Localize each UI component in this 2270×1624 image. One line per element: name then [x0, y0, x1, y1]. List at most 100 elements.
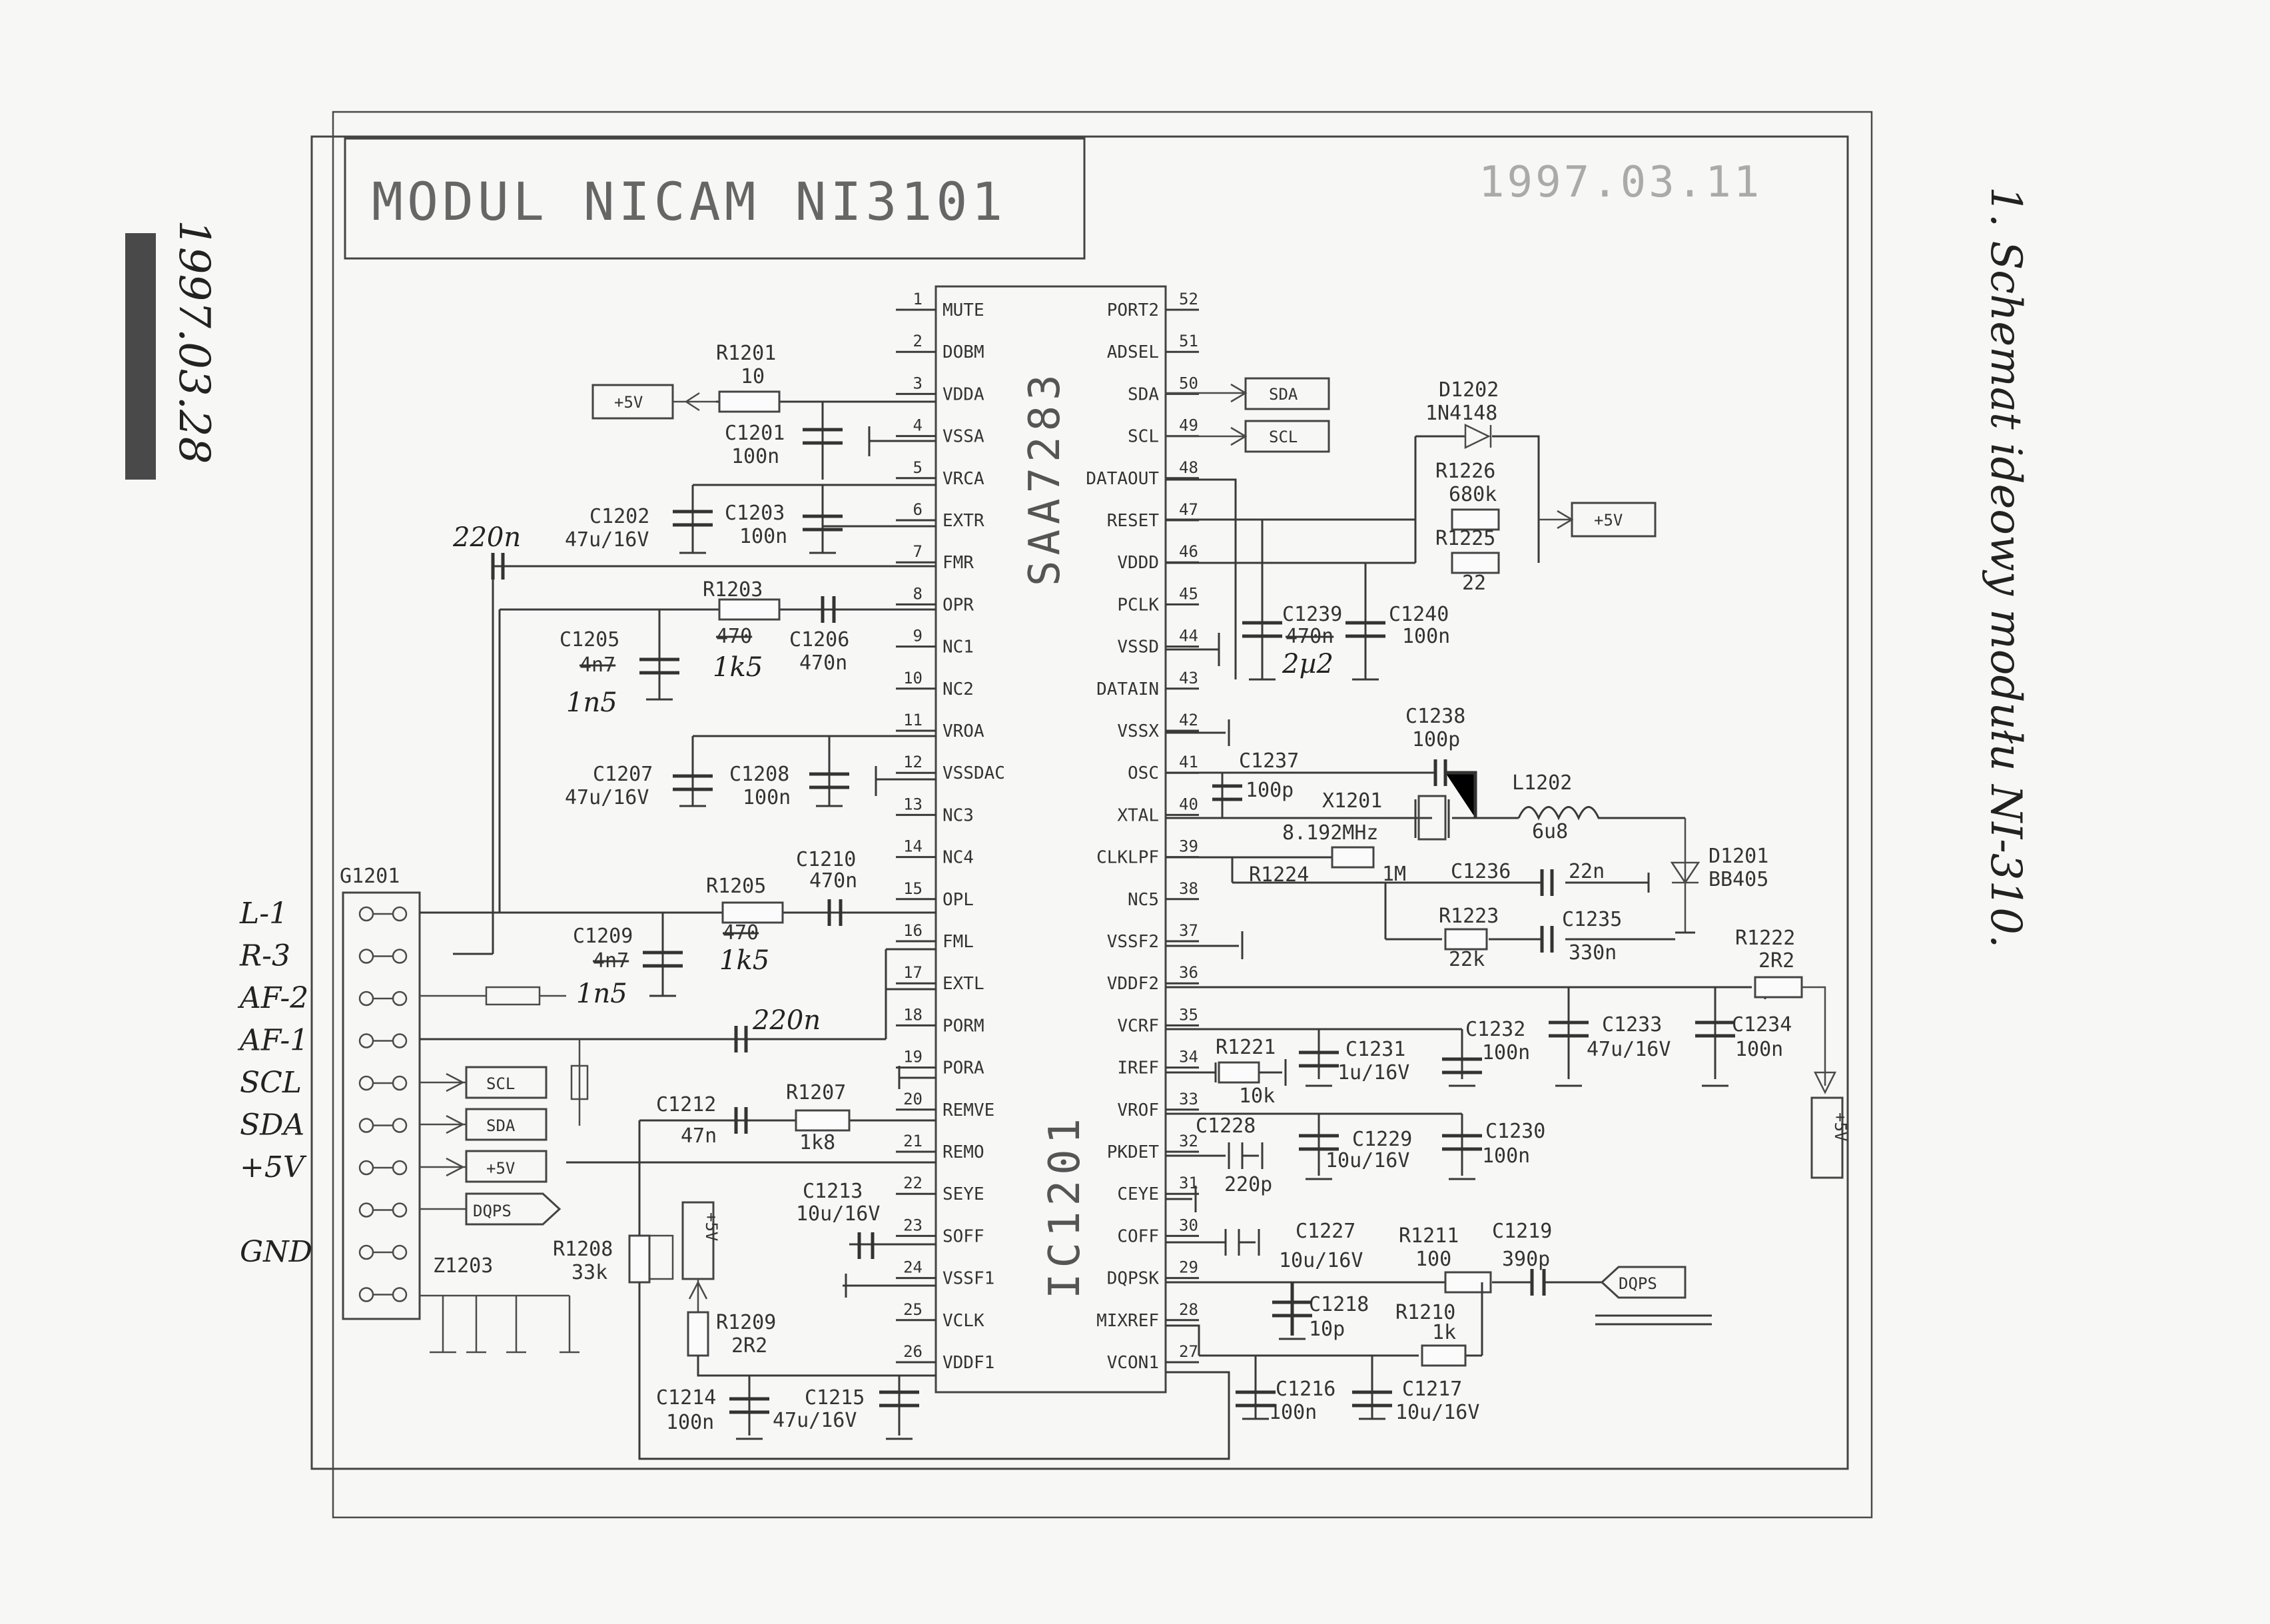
ic-left-pins: 1MUTE2DOBM3VDDA4VSSA5VRCA6EXTR7FMR8OPR9N… — [896, 290, 1005, 1373]
pin-name: NC5 — [1128, 890, 1159, 910]
ic-ref: IC1201 — [1040, 1113, 1090, 1299]
pin-name: DQPSK — [1107, 1269, 1160, 1289]
pin-name: NC3 — [943, 805, 974, 825]
connector-pin-3: AF-2 — [237, 981, 408, 1015]
pin-name: VSSF2 — [1107, 932, 1159, 952]
svg-text:390p: 390p — [1502, 1248, 1550, 1271]
pin-number: 1 — [913, 290, 923, 308]
svg-text:C1210: C1210 — [796, 848, 856, 871]
vcrf-network: R1221 10k C1231 1u/16V C1232 100n C1229 … — [1166, 1018, 1545, 1180]
svg-text:C1202: C1202 — [589, 505, 649, 528]
svg-text:680k: 680k — [1449, 483, 1497, 506]
pin-name: REMO — [943, 1142, 984, 1162]
svg-text:+5V: +5V — [1831, 1112, 1850, 1141]
oscillator-network: C1237 100p C1238 100p X1201 8.192MHz L12… — [1166, 705, 1768, 934]
connector-label: SDA — [240, 1108, 304, 1142]
svg-text:47n: 47n — [681, 1124, 717, 1148]
pin-number: 38 — [1179, 879, 1198, 898]
svg-text:47u/16V: 47u/16V — [1587, 1038, 1671, 1061]
porm-network: C1212 47n R1207 1k8 — [566, 1066, 936, 1280]
pin-name: CLKLPF — [1096, 848, 1159, 868]
pin-name: REMVE — [943, 1100, 994, 1120]
pin-name: NC2 — [943, 679, 974, 699]
scribble-mark — [125, 233, 156, 480]
pin-number: 32 — [1179, 1132, 1198, 1150]
svg-text:100n: 100n — [1269, 1401, 1317, 1424]
svg-text:C1233: C1233 — [1602, 1013, 1662, 1036]
pin-name: VSSF1 — [943, 1269, 994, 1289]
svg-text:C1215: C1215 — [805, 1386, 865, 1410]
svg-text:C1234: C1234 — [1732, 1013, 1792, 1036]
pin-name: VCRF — [1117, 1016, 1159, 1036]
pin-name: VRCA — [943, 469, 984, 489]
pin-number: 4 — [913, 416, 923, 435]
connector-label: R-3 — [239, 939, 290, 973]
svg-text:C1217: C1217 — [1402, 1378, 1462, 1401]
pin-number: 19 — [903, 1048, 923, 1066]
svg-text:C1240: C1240 — [1389, 603, 1449, 626]
connector-pin-5: SCL — [240, 1066, 408, 1100]
svg-text:L1202: L1202 — [1512, 771, 1572, 795]
handwritten-date: 1997.03.28 — [169, 220, 218, 464]
svg-text:D1202: D1202 — [1439, 378, 1499, 402]
connector-body — [342, 891, 421, 1320]
pin-name: EXTR — [943, 511, 984, 531]
svg-text:470: 470 — [723, 921, 759, 945]
pin-name: VSSX — [1117, 721, 1159, 741]
svg-text:470n: 470n — [1286, 625, 1333, 648]
svg-text:100p: 100p — [1246, 779, 1294, 802]
svg-text:1k5: 1k5 — [713, 652, 763, 683]
pin-number: 12 — [903, 753, 923, 771]
svg-text:C1231: C1231 — [1345, 1038, 1405, 1061]
svg-text:X1201: X1201 — [1322, 789, 1382, 813]
svg-text:R1207: R1207 — [786, 1081, 846, 1104]
pin-number: 44 — [1179, 627, 1198, 645]
svg-text:C1229: C1229 — [1352, 1128, 1412, 1151]
pin-name: CEYE — [1117, 1184, 1159, 1204]
connector-pin-8 — [358, 1202, 408, 1218]
svg-text:C1227: C1227 — [1296, 1220, 1355, 1243]
pin-number: 51 — [1179, 332, 1198, 350]
connector-pin-9: GND — [240, 1235, 408, 1269]
pin-number: 22 — [903, 1174, 923, 1192]
svg-text:4n7: 4n7 — [593, 949, 629, 973]
pin-number: 5 — [913, 458, 923, 477]
svg-text:220n: 220n — [452, 522, 521, 553]
svg-text:R1221: R1221 — [1216, 1036, 1276, 1059]
svg-text:C1206: C1206 — [789, 628, 849, 651]
svg-text:10: 10 — [741, 365, 765, 388]
svg-text:C1209: C1209 — [573, 925, 633, 948]
svg-text:100n: 100n — [1402, 625, 1450, 648]
svg-text:C1207: C1207 — [593, 763, 653, 786]
svg-text:C1208: C1208 — [729, 763, 789, 786]
pin-number: 13 — [903, 795, 923, 813]
svg-text:100n: 100n — [1735, 1038, 1783, 1061]
pin-name: PORT2 — [1107, 300, 1159, 320]
mixref-network: R1210 1k C1216 100n C1217 10u/16V — [1166, 1282, 1483, 1424]
svg-text:C1235: C1235 — [1562, 908, 1622, 931]
handwritten-note-group: 1. Schemat ideowy modułu NI-310. — [1981, 187, 2030, 948]
svg-text:6u8: 6u8 — [1532, 820, 1568, 843]
pin-name: FMR — [943, 553, 974, 573]
svg-text:47u/16V: 47u/16V — [565, 786, 649, 809]
pin-number: 37 — [1179, 921, 1198, 940]
svg-text:100n: 100n — [1482, 1041, 1530, 1064]
clklpf-network: R1224 1M C1236 22n R1223 22k C1235 330n — [1166, 846, 1675, 971]
pin-name: VDDA — [943, 384, 984, 404]
pin-number: 30 — [1179, 1216, 1198, 1234]
svg-text:SDA: SDA — [486, 1116, 516, 1135]
svg-text:47u/16V: 47u/16V — [565, 528, 649, 552]
connector-label: SCL — [240, 1066, 302, 1100]
